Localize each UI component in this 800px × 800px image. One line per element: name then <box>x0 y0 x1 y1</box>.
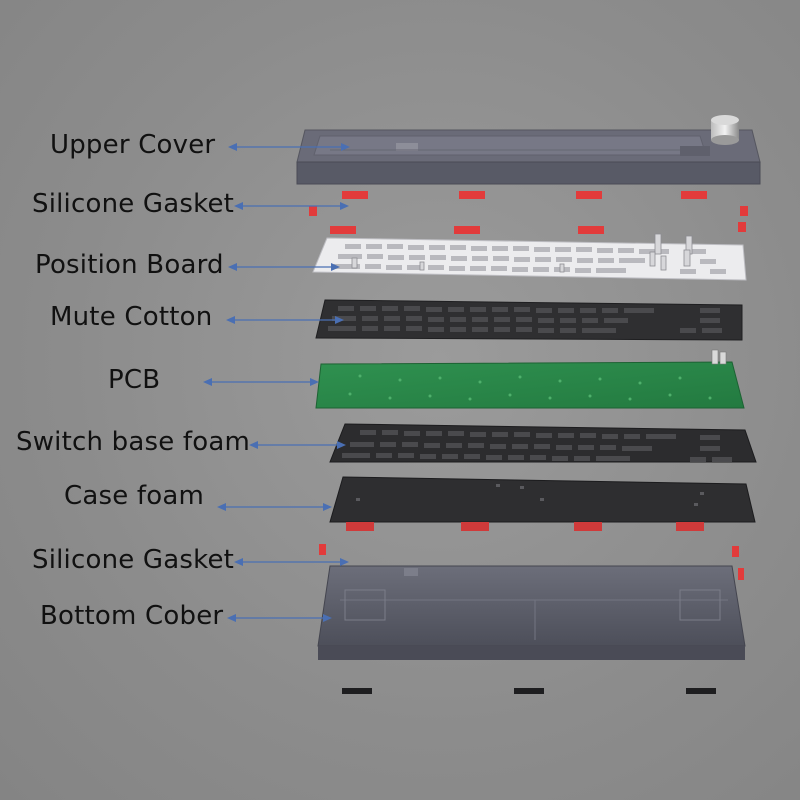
volume-knob <box>711 115 739 145</box>
label-pcb: PCB <box>108 365 161 395</box>
position-board-part <box>312 233 747 281</box>
label-position-board: Position Board <box>35 250 224 280</box>
label-silicone-gasket-bottom: Silicone Gasket <box>32 545 235 575</box>
upper-cover-part <box>296 129 761 185</box>
rubber-feet <box>342 688 716 694</box>
label-case-foam: Case foam <box>64 481 205 511</box>
silicone-gasket-top-part <box>309 191 748 234</box>
mute-cotton-part <box>315 299 743 341</box>
label-mute-cotton: Mute Cotton <box>50 302 213 332</box>
pcb-part <box>315 349 745 409</box>
bottom-cober-part <box>317 565 746 660</box>
case-foam-gaskets <box>346 522 704 531</box>
case-foam-part <box>329 476 756 523</box>
label-switch-base-foam: Switch base foam <box>16 427 250 457</box>
label-upper-cover: Upper Cover <box>50 130 216 160</box>
switch-base-foam-part <box>329 423 757 463</box>
label-bottom-cober: Bottom Cober <box>40 601 224 631</box>
label-silicone-gasket-top: Silicone Gasket <box>32 189 235 219</box>
